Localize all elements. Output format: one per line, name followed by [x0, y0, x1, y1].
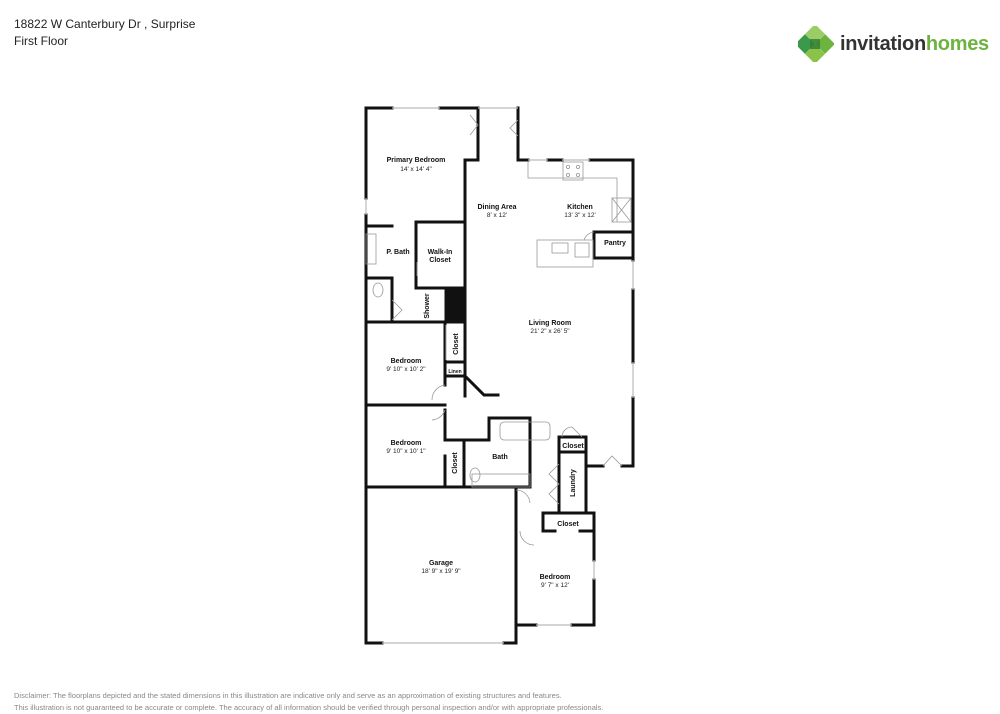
svg-text:13' 3" x 12': 13' 3" x 12' — [564, 212, 596, 219]
svg-text:9' 10" x 10' 2": 9' 10" x 10' 2" — [386, 366, 426, 373]
room-shower: Shower — [424, 293, 431, 319]
room-primary-bedroom: Primary Bedroom — [387, 157, 446, 164]
closet-bedroom-4: Closet — [557, 521, 579, 528]
disclaimer: Disclaimer: The floorplans depicted and … — [14, 690, 603, 714]
logo-clover-icon — [798, 26, 834, 62]
address: 18822 W Canterbury Dr , Surprise — [14, 17, 196, 31]
room-garage: Garage — [429, 560, 453, 567]
brand-name: invitationhomes — [840, 32, 989, 55]
svg-text:21' 2" x 26' 5": 21' 2" x 26' 5" — [530, 328, 570, 335]
svg-text:8' x 12': 8' x 12' — [487, 212, 507, 219]
header: 18822 W Canterbury Dr , Surprise First F… — [14, 16, 195, 50]
room-bath: Bath — [492, 454, 508, 461]
svg-text:14' x 14' 4": 14' x 14' 4" — [400, 166, 432, 173]
svg-text:18' 9" x 19' 9": 18' 9" x 19' 9" — [421, 568, 461, 575]
closet-hall: Closet — [562, 443, 584, 450]
svg-text:9' 10" x 10' 1": 9' 10" x 10' 1" — [386, 448, 426, 455]
brand-logo: invitationhomes — [798, 26, 989, 62]
room-laundry: Laundry — [570, 469, 577, 497]
room-pantry: Pantry — [604, 240, 626, 247]
room-living-room: Living Room — [529, 320, 571, 327]
disclaimer-line-2: This illustration is not guaranteed to b… — [14, 703, 604, 712]
room-bedroom-3: Bedroom — [391, 440, 422, 447]
room-p-bath: P. Bath — [386, 249, 409, 256]
room-kitchen: Kitchen — [567, 204, 593, 211]
room-linen: Linen — [448, 369, 461, 375]
closet-bedroom-2: Closet — [453, 333, 460, 355]
room-bedroom-4: Bedroom — [540, 574, 571, 581]
svg-text:Closet: Closet — [429, 257, 451, 264]
room-dining-area: Dining Area — [477, 204, 516, 211]
closet-bedroom-3: Closet — [452, 452, 459, 474]
disclaimer-line-1: Disclaimer: The floorplans depicted and … — [14, 691, 562, 700]
room-walk-in-closet: Walk-In — [428, 249, 453, 256]
svg-text:9' 7" x 12': 9' 7" x 12' — [541, 582, 569, 589]
room-bedroom-2: Bedroom — [391, 358, 422, 365]
floor-label: First Floor — [14, 34, 68, 48]
